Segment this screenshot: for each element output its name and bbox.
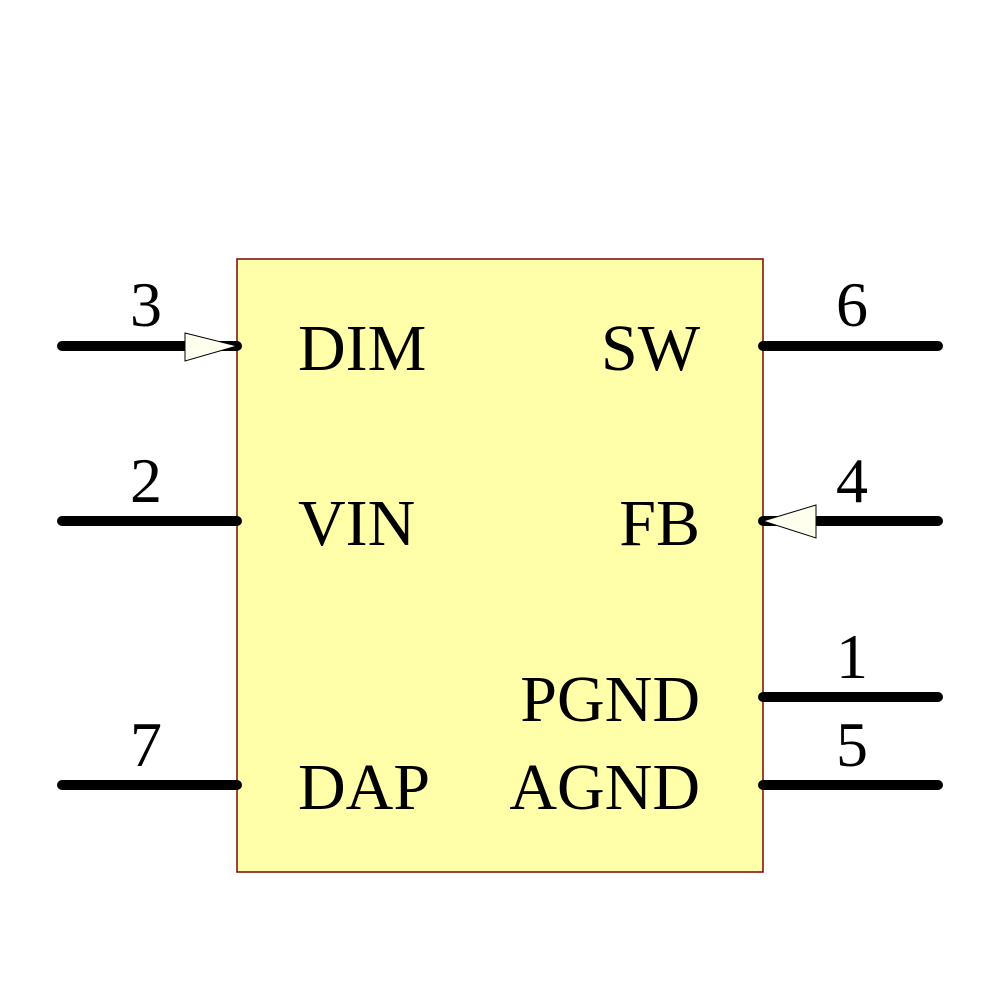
- input-arrow-icon: [761, 504, 817, 539]
- pin-number: 6: [836, 269, 868, 340]
- pin-number: 4: [836, 445, 868, 516]
- pin-name: AGND: [509, 751, 700, 824]
- pin-number: 5: [836, 709, 868, 780]
- pin-number: 3: [130, 269, 162, 340]
- input-arrow-icon: [184, 332, 239, 362]
- pin-name: DAP: [298, 751, 430, 824]
- pin-name: SW: [601, 312, 701, 385]
- pin-name: PGND: [520, 663, 700, 736]
- pin-vin[interactable]: 2 VIN: [57, 445, 415, 560]
- pin-number: 7: [130, 709, 162, 780]
- pin-dap[interactable]: 7 DAP: [57, 709, 430, 824]
- pin-fb[interactable]: 4 FB: [619, 445, 943, 560]
- pin-name: VIN: [298, 487, 415, 560]
- pin-sw[interactable]: 6 SW: [601, 269, 943, 385]
- pin-agnd[interactable]: 5 AGND: [509, 709, 943, 824]
- component-body[interactable]: [236, 258, 764, 873]
- pin-dim[interactable]: 3 DIM: [57, 269, 426, 385]
- pin-number: 2: [130, 445, 162, 516]
- pin-number: 1: [836, 621, 868, 692]
- pin-name: DIM: [298, 312, 426, 385]
- pin-pgnd[interactable]: 1 PGND: [520, 621, 943, 736]
- pin-name: FB: [619, 487, 700, 560]
